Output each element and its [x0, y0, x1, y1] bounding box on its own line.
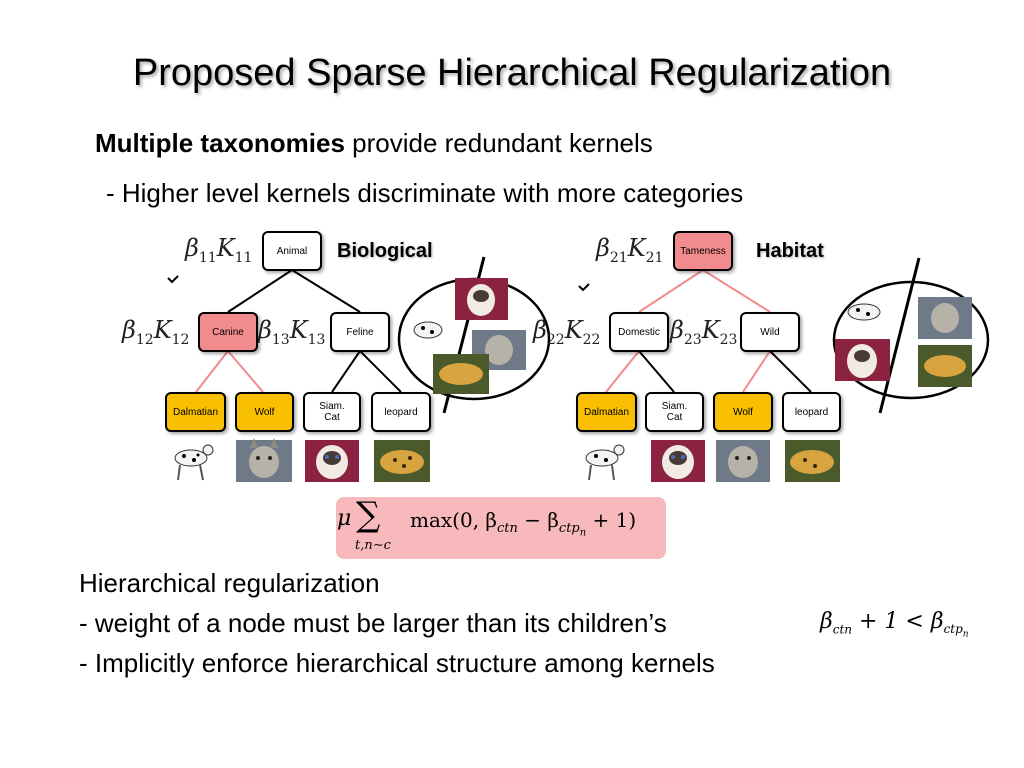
node-wild: Wild [740, 312, 800, 352]
bullet-taxonomies: Multiple taxonomies provide redundant ke… [95, 128, 653, 159]
node-domestic: Domestic [609, 312, 669, 352]
node-wolf: Wolf [235, 392, 294, 432]
wolf-image-2 [716, 440, 770, 482]
formula-mu: μ [337, 506, 352, 531]
ellipse-hab-images [835, 297, 972, 387]
node-leopard: leopard [371, 392, 431, 432]
formula-ctpn-sub: ctp [558, 521, 580, 536]
ineq-ctp: ctp [943, 622, 963, 637]
siamese-cat-image-2 [651, 440, 705, 482]
node-canine: Canine [198, 312, 258, 352]
formula-ctn: ctn [496, 521, 518, 536]
node-siam-cat-hab: Siam.Cat [645, 392, 704, 432]
bottom-line-2: - weight of a node must be larger than i… [79, 608, 667, 638]
ineq-sub2: ctpn [943, 622, 969, 639]
ineq-sub1: ctn [832, 622, 852, 637]
slide-title: Proposed Sparse Hierarchical Regularizat… [132, 52, 892, 94]
formula-box [336, 497, 666, 559]
formula-n: n [579, 527, 587, 539]
node-tameness: Tameness [673, 231, 733, 271]
formula-max: max(0, β [410, 508, 497, 532]
weight-beta23-k23: β23K23 [670, 316, 738, 348]
wolf-image [236, 438, 292, 482]
node-wolf-hab: Wolf [713, 392, 773, 432]
label-habitat: Habitat [756, 240, 824, 262]
bottom-line-1: Hierarchical regularization [79, 568, 380, 598]
formula-end: + 1) [586, 508, 637, 532]
formula-minus: − β [517, 508, 559, 532]
bullet-taxonomies-rest: provide redundant kernels [344, 128, 653, 158]
node-leopard-hab: leopard [782, 392, 841, 432]
node-siam-cat: Siam.Cat [303, 392, 361, 432]
ineq-n: n [962, 629, 969, 640]
ineq-mid: + 1 < β [852, 609, 944, 634]
bullet-higher-level: - Higher level kernels discriminate with… [106, 178, 744, 208]
leopard-image-2 [785, 440, 840, 482]
siamese-cat-image [305, 440, 359, 482]
formula-sum-sign: ∑ [356, 495, 381, 535]
ellipse-bio-images [413, 278, 526, 394]
inequality: βctn + 1 < βctpn [820, 609, 969, 640]
node-animal: Animal [262, 231, 322, 271]
weight-beta13-k13: β13K13 [258, 316, 326, 348]
weight-beta12-k12: β12K12 [122, 316, 190, 348]
node-dalmatian-hab: Dalmatian [576, 392, 637, 432]
label-biological: Biological [337, 240, 433, 262]
bottom-line-3: - Implicitly enforce hierarchical struct… [79, 648, 715, 678]
weight-beta22-k22: β22K22 [533, 316, 601, 348]
formula-ctpn: ctpn [558, 521, 587, 539]
dalmatian-image-2 [585, 444, 625, 481]
node-dalmatian: Dalmatian [165, 392, 226, 432]
node-feline: Feline [330, 312, 390, 352]
weight-beta11-k11: β11K11 [185, 234, 253, 266]
formula-body: max(0, βctn − βctpn + 1) [410, 508, 636, 539]
weight-beta21-k21: β21K21 [596, 234, 664, 266]
ineq-beta: β [820, 609, 833, 634]
bullet-taxonomies-bold: Multiple taxonomies [95, 128, 345, 158]
leopard-image [374, 440, 430, 482]
dalmatian-image [166, 444, 216, 482]
formula-sum-sub: t,n∼c [355, 538, 391, 553]
